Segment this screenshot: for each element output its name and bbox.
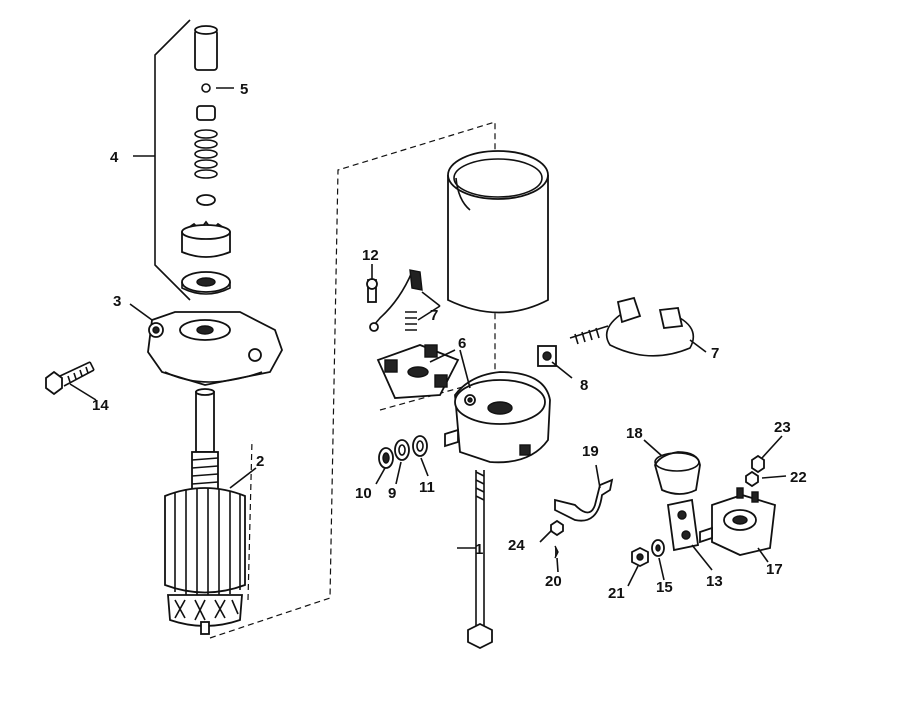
callout-11: 11 xyxy=(419,479,435,496)
washer-set xyxy=(378,435,428,469)
callout-23: 23 xyxy=(774,419,791,436)
callout-17: 17 xyxy=(766,561,783,578)
callout-7-right: 7 xyxy=(711,345,719,362)
brush-holder-plate xyxy=(376,344,460,399)
callout-20: 20 xyxy=(545,573,562,590)
brush-lead-assembly xyxy=(366,269,423,332)
callout-1: 1 xyxy=(475,541,483,558)
leader-lines xyxy=(69,87,787,587)
callout-18: 18 xyxy=(626,425,643,442)
hex-nuts xyxy=(631,454,765,568)
callout-13: 13 xyxy=(706,573,723,590)
drive-assembly xyxy=(181,25,231,295)
callout-24: 24 xyxy=(508,537,525,554)
group-bracket xyxy=(154,19,191,301)
bolt xyxy=(45,361,95,396)
frame-housing xyxy=(447,150,549,314)
callout-labels: 1 2 3 4 5 6 7 7 8 9 10 11 12 13 14 15 17… xyxy=(92,81,807,602)
rubber-boot xyxy=(654,451,701,495)
callout-14: 14 xyxy=(92,397,109,414)
drive-end-cap xyxy=(147,311,283,386)
callout-3: 3 xyxy=(113,293,121,310)
gasket xyxy=(666,498,700,552)
callout-10: 10 xyxy=(355,485,372,502)
mounting-clamp xyxy=(550,478,614,559)
callout-4: 4 xyxy=(110,149,119,166)
through-bolt xyxy=(467,470,493,650)
callout-6: 6 xyxy=(458,335,466,352)
callout-12: 12 xyxy=(362,247,379,264)
assembly-guide xyxy=(209,121,496,639)
callout-15: 15 xyxy=(656,579,673,596)
callout-5: 5 xyxy=(240,81,248,98)
armature xyxy=(164,388,246,635)
callout-7-left: 7 xyxy=(430,307,438,324)
solenoid xyxy=(699,487,776,556)
commutator-end-cap xyxy=(444,371,551,464)
callout-22: 22 xyxy=(790,469,807,486)
callout-9: 9 xyxy=(388,485,396,502)
brush-set xyxy=(569,296,695,357)
retaining-ring xyxy=(201,83,211,93)
terminal-clip xyxy=(537,345,557,367)
callout-21: 21 xyxy=(608,585,625,602)
callout-2: 2 xyxy=(256,453,264,470)
callout-19: 19 xyxy=(582,443,599,460)
callout-8: 8 xyxy=(580,377,588,394)
